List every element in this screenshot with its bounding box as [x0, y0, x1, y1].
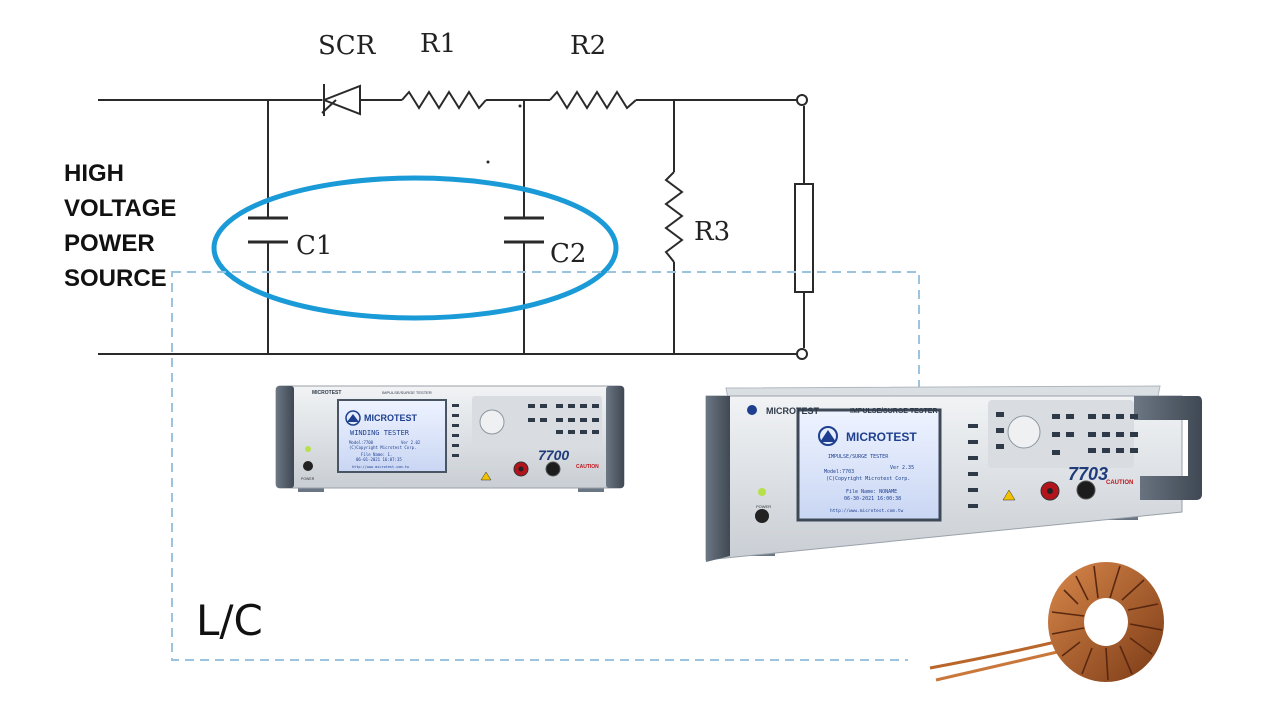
tester-7700-url: http://www.microtest.com.tw: [352, 465, 410, 469]
tester-7703-datetime: 06-30-2021 16:00:38: [844, 496, 901, 502]
tester-7700-power-label: POWER: [301, 477, 315, 481]
tester-7703-copyright: (C)Copyright Microtest Corp.: [826, 476, 910, 482]
power-source-label-line-4: SOURCE: [64, 265, 167, 292]
r1-label: R1: [420, 29, 456, 59]
tester-7703-model-line: Model:7703: [824, 469, 854, 475]
tester-7703-url: http://www.microtest.com.tw: [830, 508, 903, 514]
tester-7703-type: IMPULSE/SURGE TESTER: [850, 408, 938, 415]
tester-7700-version: Ver 2.02: [401, 440, 421, 445]
capacitor-highlight-ellipse: [211, 175, 619, 321]
r1-symbol: [401, 90, 487, 110]
tester-7700-screen-brand: MICROTEST: [364, 413, 418, 423]
tester-7703-power-label: POWER: [756, 504, 771, 509]
output-terminal-top: [796, 94, 808, 106]
tester-7703-file-name: File Name: NONAME: [846, 489, 897, 495]
tester-7703-screen-title: IMPULSE/SURGE TESTER: [828, 454, 889, 460]
tester-7700-brand: MICROTEST: [312, 390, 341, 396]
toroidal-inductor-photo: [908, 540, 1180, 720]
c2-label: C2: [550, 239, 586, 269]
tester-7700-datetime: 06-01-2021 16:07:35: [356, 457, 402, 462]
lc-group-box: [171, 271, 920, 661]
power-source-label-line-1: HIGH: [64, 160, 124, 187]
tester-7700-screen-title: WINDING TESTER: [350, 429, 410, 437]
tester-7700-copyright: (C)Copyright Microtest Corp.: [349, 445, 416, 450]
tester-7703-caution: CAUTION: [1106, 480, 1133, 486]
load-resistor: [794, 183, 814, 293]
circuit-schematic: [98, 84, 814, 360]
output-terminal-bottom: [796, 348, 808, 360]
r2-symbol: [549, 90, 637, 110]
r3-label: R3: [694, 217, 730, 247]
tester-7700-type: IMPULSE/SURGE TESTER: [382, 390, 432, 395]
tester-7700-file-name: File Name: 1.: [361, 452, 392, 457]
tester-7703-screen-brand: MICROTEST: [846, 430, 917, 444]
lc-group-label: L/C: [196, 596, 263, 645]
tester-7703-screen: [796, 408, 942, 522]
tester-7700-model-line: Model:7700: [349, 440, 374, 445]
tester-7700-caution: CAUTION: [576, 464, 599, 470]
power-source-label-line-2: VOLTAGE: [64, 195, 177, 222]
tester-7703-model-badge: 7703: [1068, 464, 1108, 484]
power-source-label: HIGH VOLTAGE POWER SOURCE: [64, 156, 176, 296]
c1-label: C1: [296, 231, 332, 261]
tester-7703: MICROTEST IMPULSE/SURGE TESTER Model:770…: [705, 385, 1202, 562]
r3-symbol: [664, 171, 684, 263]
tester-7703-version: Ver 2.35: [890, 465, 914, 471]
tester-7703-brand: MICROTEST: [766, 406, 820, 416]
tester-7700-model-badge: 7700: [538, 447, 569, 463]
scr-label: SCR: [318, 31, 377, 61]
tester-7700: MICROTEST WINDING TESTER Model:7700 Ver …: [275, 385, 625, 492]
r2-label: R2: [570, 31, 606, 61]
power-source-label-line-3: POWER: [64, 230, 155, 257]
scr-symbol: [321, 84, 361, 116]
